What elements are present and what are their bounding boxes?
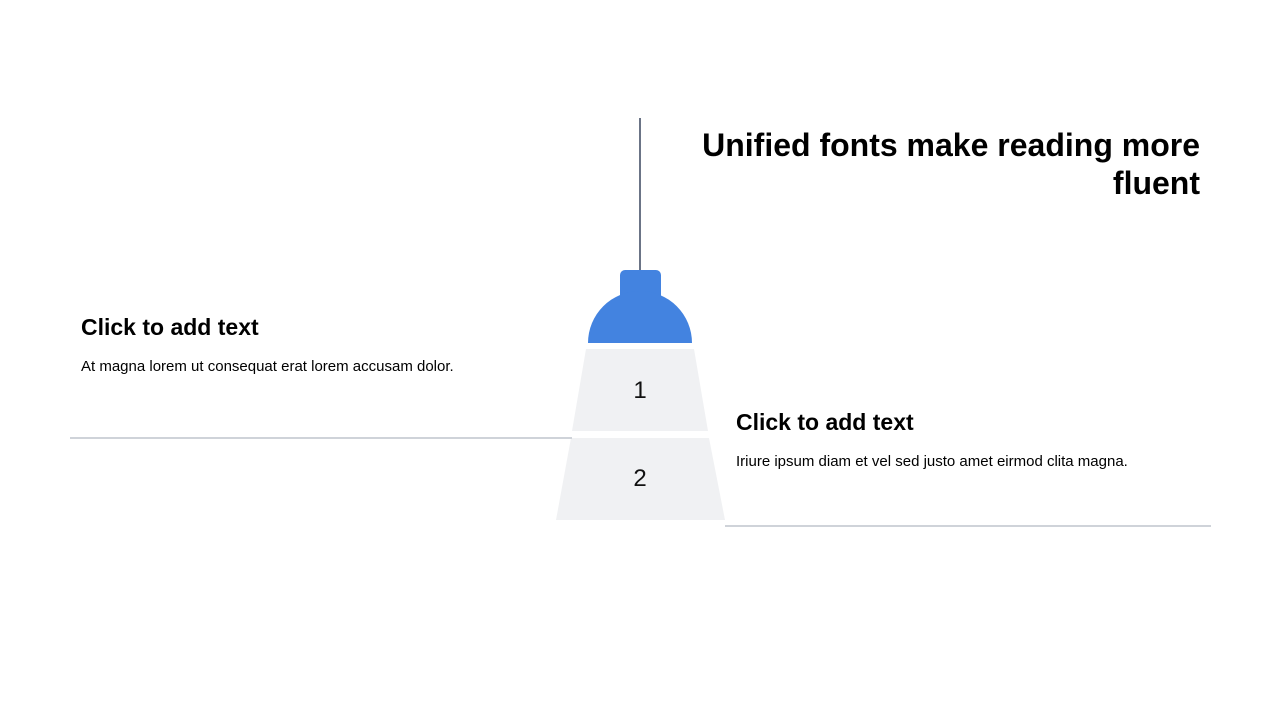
- right-text-block: Click to add text Iriure ipsum diam et v…: [736, 407, 1206, 472]
- left-text-block: Click to add text At magna lorem ut cons…: [81, 312, 561, 377]
- step-number-2: 2: [633, 465, 647, 492]
- right-block-body[interactable]: Iriure ipsum diam et vel sed justo amet …: [736, 453, 1128, 470]
- step-number-1: 1: [633, 377, 647, 404]
- left-block-heading[interactable]: Click to add text: [81, 314, 259, 340]
- slide-title[interactable]: Unified fonts make reading more fluent: [702, 127, 1200, 201]
- pendant-lamp-icon: [556, 118, 725, 520]
- left-block-body[interactable]: At magna lorem ut consequat erat lorem a…: [81, 358, 454, 375]
- lamp-step-1: [572, 349, 708, 431]
- left-divider: [70, 437, 572, 439]
- right-divider: [725, 525, 1211, 527]
- lamp-step-2: [556, 438, 725, 520]
- lamp-shade: [588, 291, 692, 343]
- right-block-heading[interactable]: Click to add text: [736, 409, 914, 435]
